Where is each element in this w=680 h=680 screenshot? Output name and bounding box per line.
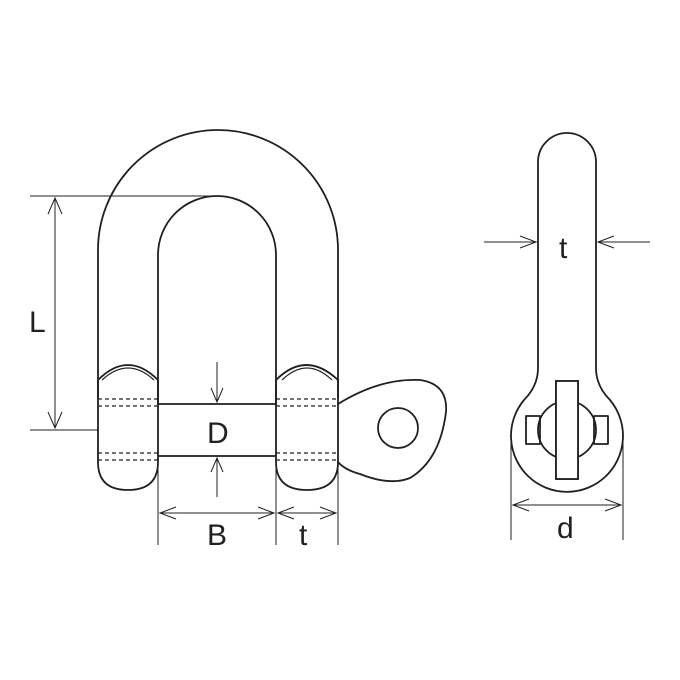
pin-eye-outline xyxy=(337,378,447,483)
d-label: d xyxy=(557,512,574,545)
t-front-arrow-left xyxy=(276,506,295,520)
t-front-label: t xyxy=(299,519,308,552)
B-arrow-right xyxy=(257,506,276,520)
front-dimensions: L D B t xyxy=(29,195,339,552)
d-arrow-left xyxy=(511,498,530,512)
L-arrow-top xyxy=(47,196,63,215)
right-nut-flat xyxy=(593,415,609,445)
left-boss-curve xyxy=(101,367,155,381)
D-arrow-bottom xyxy=(210,456,224,473)
left-nut-flat xyxy=(525,415,541,445)
side-body-outline xyxy=(510,132,624,493)
D-label: D xyxy=(207,417,229,450)
t-side-label: t xyxy=(559,232,568,265)
t-side-arrow-left xyxy=(519,235,538,249)
t-side-arrow-right xyxy=(596,235,615,249)
B-arrow-left xyxy=(158,506,177,520)
B-label: B xyxy=(207,519,227,552)
right-pin-boss xyxy=(275,364,339,491)
L-label: L xyxy=(29,306,46,339)
pin-eye-hole xyxy=(377,407,419,449)
right-boss-curve xyxy=(281,367,333,381)
left-pin-boss xyxy=(97,364,159,491)
pin-head-rect-front xyxy=(555,380,579,480)
t-front-arrow-right xyxy=(319,506,338,520)
side-dimensions: t d xyxy=(484,232,650,545)
d-arrow-right xyxy=(604,498,623,512)
L-arrow-bottom xyxy=(47,411,63,430)
shackle-side-view xyxy=(510,132,624,493)
bow-outer-outline xyxy=(97,129,339,399)
shackle-front-view xyxy=(97,129,447,491)
D-arrow-top xyxy=(210,387,224,404)
